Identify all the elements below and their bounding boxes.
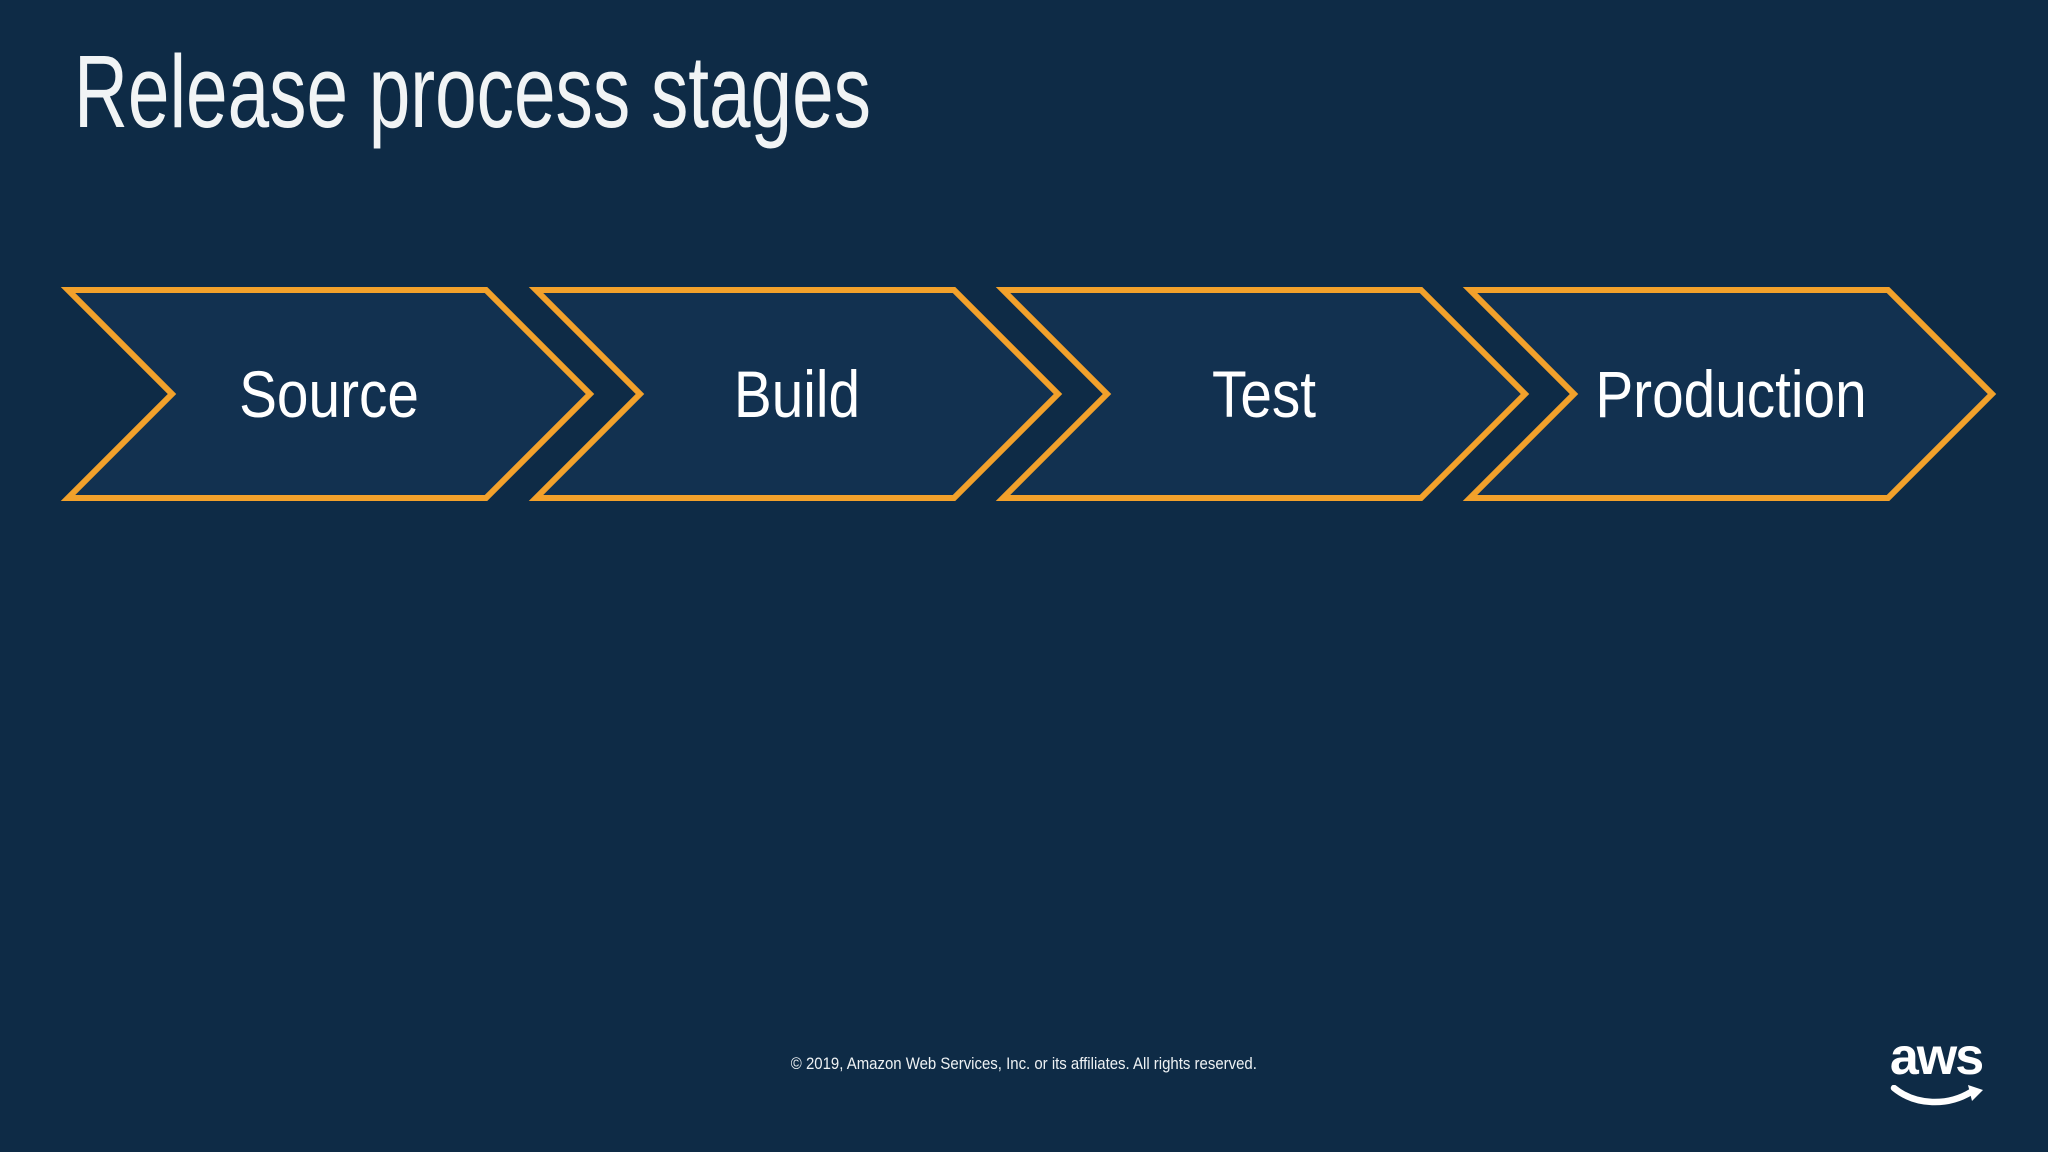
chevron-shape-test xyxy=(995,287,1530,501)
aws-logo: aws xyxy=(1886,1031,1986,1109)
stage-label-build: Build xyxy=(733,357,861,431)
chevron-shape-source xyxy=(60,287,595,501)
page-title: Release process stages xyxy=(74,34,871,149)
stage-label-source: Source xyxy=(239,357,419,431)
chevron-shape-build xyxy=(528,287,1063,501)
chevron-flow-graphic xyxy=(60,287,1997,501)
stage-label-test: Test xyxy=(1211,357,1317,431)
stage-label-production: Production xyxy=(1595,357,1867,431)
aws-smile-icon xyxy=(1890,1085,1983,1106)
aws-logo-text: aws xyxy=(1889,1028,1984,1086)
chevron-shape-production xyxy=(1462,287,1997,501)
process-flow-diagram: Source Build Test Production xyxy=(0,284,2048,504)
footer-copyright: © 2019, Amazon Web Services, Inc. or its… xyxy=(0,1053,2048,1075)
copyright-text: © 2019, Amazon Web Services, Inc. or its… xyxy=(790,1054,1258,1073)
